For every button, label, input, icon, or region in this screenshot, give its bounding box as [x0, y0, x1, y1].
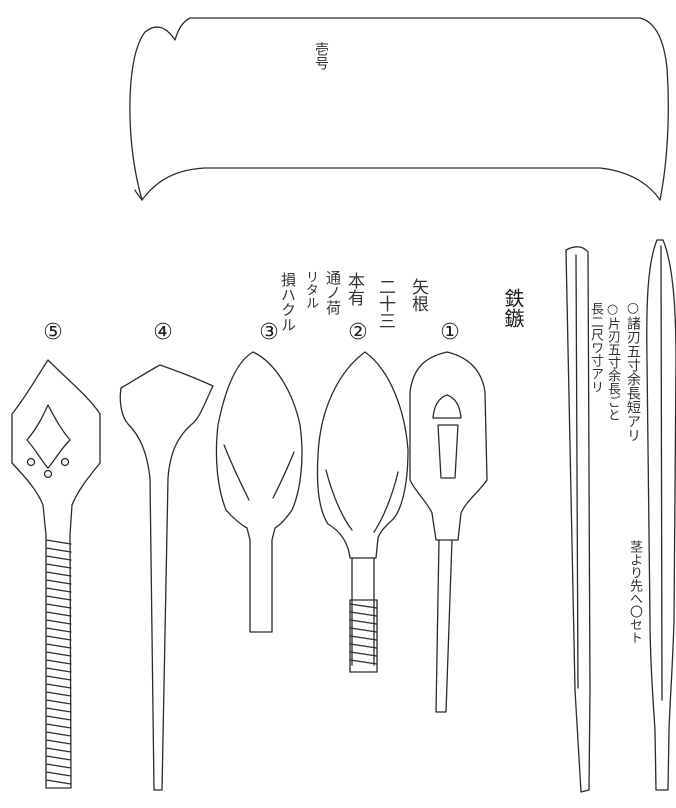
inscription-col-1: 矢根 — [408, 278, 428, 312]
spear-blade-left — [565, 246, 591, 793]
box-lid-outline — [129, 17, 669, 201]
label-number-1: ① — [440, 320, 460, 345]
spear-note-2: ○片刃五寸余長ごと — [605, 302, 620, 421]
section-title: 鉄鏃 — [501, 288, 525, 328]
label-number-5: ⑤ — [43, 320, 63, 345]
label-number-4: ④ — [153, 320, 173, 345]
inscription-col-3: 本有 — [344, 272, 364, 306]
label-number-2: ② — [348, 320, 368, 345]
inscription-col-6: 損ハクル — [279, 272, 297, 332]
inscription-col-2: 二十三 — [375, 278, 395, 329]
spear-blade-right — [646, 239, 676, 791]
inscription-col-4: 通ノ荷 — [324, 270, 342, 315]
arrowhead-3 — [215, 351, 303, 633]
arrowhead-1 — [409, 351, 488, 713]
spear-note-1: ○諸刃五寸余長短アリ — [625, 300, 641, 442]
inscription-col-5: リタル — [303, 270, 318, 309]
box-lid-inscription: 壱号 — [313, 42, 329, 70]
arrowhead-2 — [316, 351, 409, 673]
arrowhead-5 — [11, 359, 101, 789]
arrowhead-4 — [119, 364, 214, 791]
spear-note-4: 茎より先へ〇セト — [627, 540, 642, 644]
spear-note-3: 長二尺ワ寸アリ — [588, 302, 603, 393]
label-number-3: ③ — [259, 320, 279, 345]
box-lid-edge — [134, 189, 143, 201]
